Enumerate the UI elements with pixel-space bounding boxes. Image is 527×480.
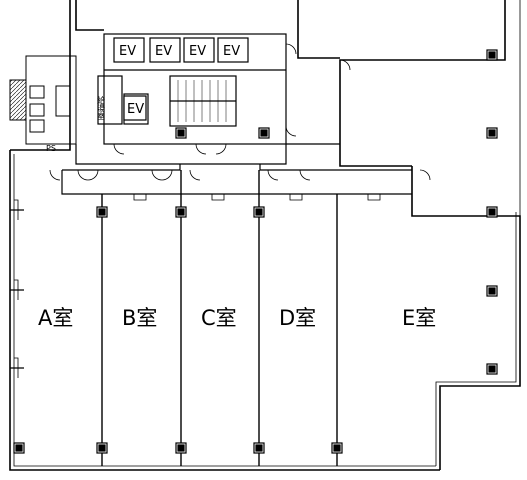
elevator-2-label: EV xyxy=(155,44,172,59)
service-elevator xyxy=(123,95,147,121)
corridor xyxy=(61,164,412,195)
elevators xyxy=(113,37,249,121)
doors xyxy=(49,43,431,181)
room-a-label: A室 xyxy=(38,306,73,330)
wall-markers xyxy=(10,199,24,378)
elevator-4-label: EV xyxy=(223,44,240,59)
ps-label: PS xyxy=(46,144,56,153)
room-b-label: B室 xyxy=(122,306,157,330)
elevator-2 xyxy=(149,37,181,63)
service-elevator-label: EV xyxy=(127,102,144,117)
room-e-label: E室 xyxy=(402,306,436,330)
utility-label: 給湯室 xyxy=(97,95,106,120)
room-c-label: C室 xyxy=(201,306,237,330)
elevator-1-label: EV xyxy=(119,44,136,59)
columns xyxy=(13,49,498,454)
window-tabs xyxy=(133,194,381,201)
elevator-3-label: EV xyxy=(189,44,206,59)
elevator-4 xyxy=(217,37,249,63)
room-d-label: D室 xyxy=(279,306,316,330)
elevator-3 xyxy=(183,37,215,63)
utility-block xyxy=(9,55,77,145)
elevator-1 xyxy=(113,37,145,63)
partitions xyxy=(101,170,338,466)
